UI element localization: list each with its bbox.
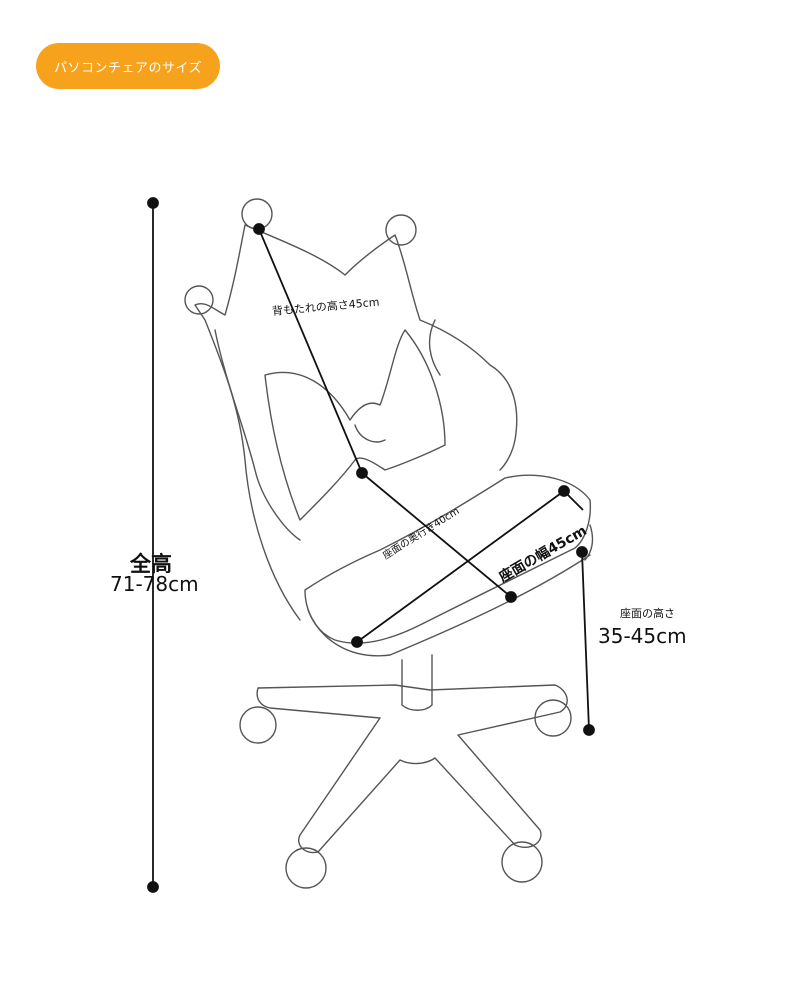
backrest-height-line [258,228,363,474]
caster-right [534,699,572,737]
title-text: パソコンチェアのサイズ [53,60,203,76]
seat-width-extension [563,490,584,511]
caster-front-left [285,847,327,889]
knob-right [385,214,417,246]
caster-left [239,706,277,744]
total-height-top-dot [147,197,159,209]
seat-height-value: 35-45cm [598,624,687,648]
backrest-inner [214,319,441,541]
seat-height-top-dot [576,546,588,558]
total-height-value: 71-78cm [110,572,199,596]
gas-lift [401,654,433,711]
knob-left [184,285,214,315]
title-badge: パソコンチェアのサイズ [36,43,220,89]
backrest-outline [194,224,518,621]
seat-width-line [356,490,565,643]
seat-depth-front-dot [505,591,517,603]
total-height-label: 全高 [130,552,172,576]
backrest-top-dot [253,223,265,235]
seat-width-left-dot [351,636,363,648]
seat-height-bottom-dot [583,724,595,736]
seat-base [307,524,594,657]
total-height-bottom-dot [147,881,159,893]
seat-height-label: 座面の高さ [620,607,675,620]
bow [264,329,446,521]
caster-front-right [501,841,543,883]
seat-depth-line [361,472,512,598]
seat-height-line [581,551,590,731]
